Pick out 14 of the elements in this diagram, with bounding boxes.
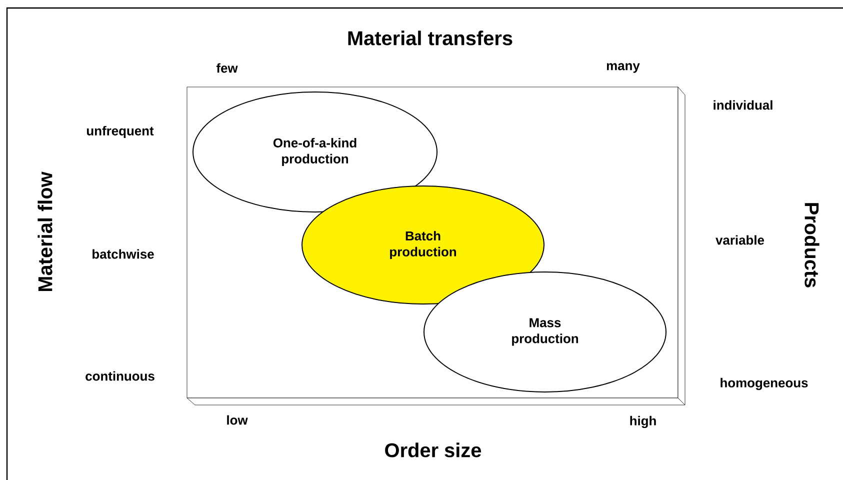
axis-label: low (227, 415, 248, 425)
axis-title: Material flow (38, 172, 52, 291)
axis-label: individual (714, 100, 772, 110)
axis-label: high (630, 416, 656, 428)
axis-label: variable (716, 235, 764, 245)
axis-label: few (216, 63, 238, 73)
axis-title: Order size (385, 442, 482, 458)
axis-label: homogeneous (720, 378, 808, 390)
axis-label: continuous (86, 371, 154, 381)
axis-label: unfrequent (87, 126, 154, 138)
axis-label: many (606, 63, 640, 73)
axis-title: Material transfers (348, 30, 512, 46)
axis-label: batchwise (92, 249, 154, 259)
axis-title: Products (804, 203, 820, 288)
